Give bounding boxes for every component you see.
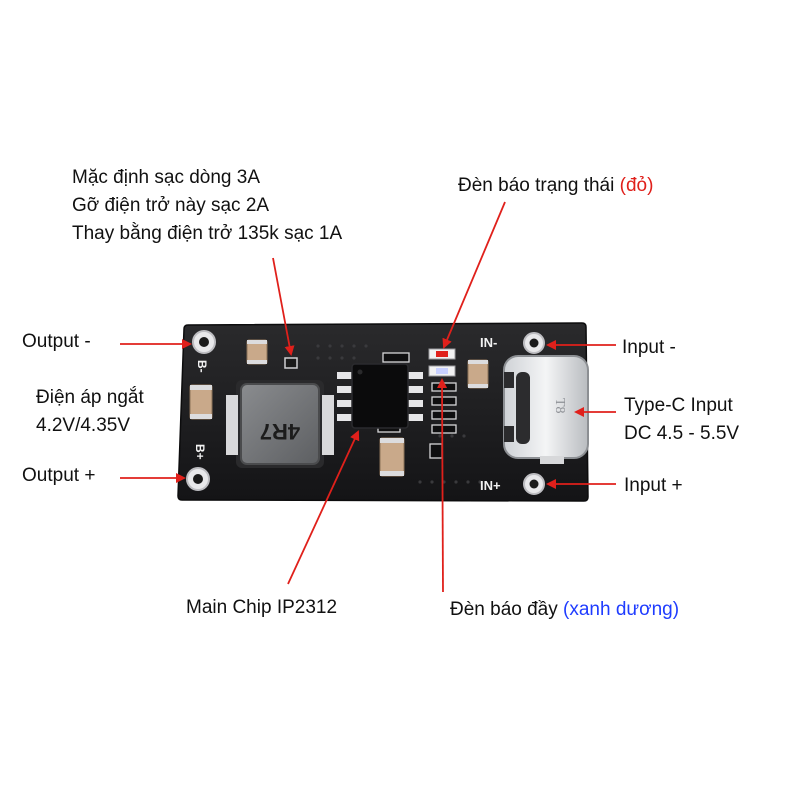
- full-led-text: Đèn báo đầy: [450, 599, 564, 620]
- full-led: [428, 365, 456, 377]
- current-note-line3: Thay bằng điện trở 135k sạc 1A: [72, 223, 343, 244]
- main-chip-label: Main Chip IP2312: [186, 597, 338, 618]
- main-chip: [337, 363, 423, 429]
- via-grid: [316, 344, 482, 484]
- port-marking: T8: [552, 398, 567, 414]
- status-led-color: (đỏ): [619, 175, 654, 196]
- current-note-line1: Mặc định sạc dòng 3A: [72, 167, 261, 188]
- pad-in-minus: [523, 332, 545, 354]
- cutoff-line2: 4.2V/4.35V: [36, 415, 131, 436]
- input-plus-label: Input +: [624, 475, 683, 496]
- typec-port: T8: [503, 355, 589, 464]
- input-minus-label: Input -: [622, 337, 676, 358]
- arrow-current-set: [272, 257, 295, 356]
- cutoff-line1: Điện áp ngắt: [36, 387, 144, 408]
- silk-in-plus: IN+: [480, 478, 501, 493]
- annotation-arrows: [120, 201, 616, 593]
- inductor: 4R7: [226, 380, 334, 468]
- arrow-status-led: [442, 201, 506, 349]
- silk-b-plus: B+: [193, 444, 207, 460]
- current-set-resistor: [284, 357, 298, 369]
- silk-in-minus: IN-: [480, 335, 497, 350]
- full-led-label: Đèn báo đầy (xanh dương): [450, 596, 679, 624]
- pad-b-minus: [192, 330, 216, 354]
- arrow-main-chip: [287, 430, 360, 585]
- status-led-text: Đèn báo trạng thái: [458, 175, 620, 196]
- pad-in-plus: [523, 473, 545, 495]
- typec-line2: DC 4.5 - 5.5V: [624, 423, 740, 444]
- full-led-color: (xanh dương): [563, 599, 680, 620]
- current-note: Mặc định sạc dòng 3A Gỡ điện trở này sạc…: [72, 164, 342, 248]
- smd-capacitors: [189, 339, 489, 477]
- current-note-line2: Gỡ điện trở này sạc 2A: [72, 195, 270, 216]
- arrow-full-led: [437, 378, 448, 593]
- pad-b-plus: [186, 467, 210, 491]
- typec-label: Type-C Input DC 4.5 - 5.5V: [624, 392, 739, 448]
- inductor-marking: 4R7: [260, 419, 300, 444]
- output-plus-label: Output +: [22, 465, 96, 486]
- cutoff-label: Điện áp ngắt 4.2V/4.35V: [36, 384, 144, 440]
- typec-line1: Type-C Input: [624, 395, 733, 416]
- smd-cap-ends: [190, 340, 488, 476]
- output-minus-label: Output -: [22, 331, 91, 352]
- silk-b-minus: B-: [195, 360, 209, 373]
- status-led-label: Đèn báo trạng thái (đỏ): [458, 172, 653, 200]
- status-led: [428, 348, 456, 360]
